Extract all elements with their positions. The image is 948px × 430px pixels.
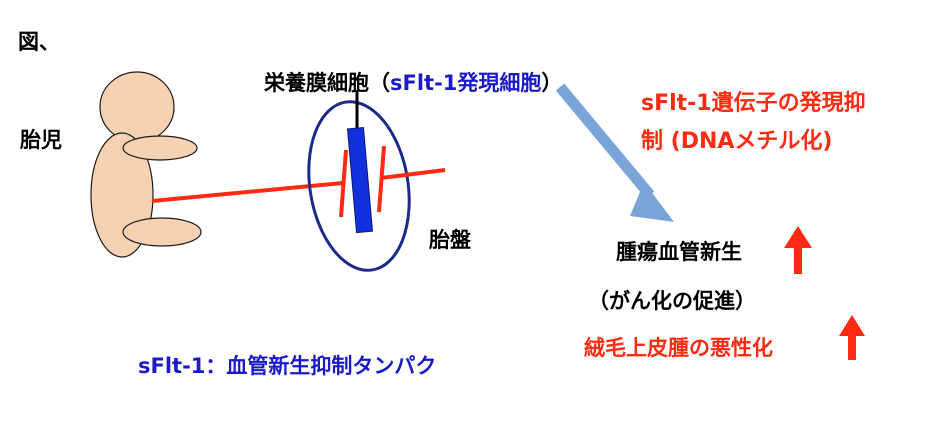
- placenta-red-mark-left: [339, 149, 348, 218]
- fetus-upper-limb: [122, 135, 198, 161]
- fetus-figure: [90, 71, 202, 258]
- trophoblast-prefix: 栄養膜細胞（: [264, 71, 390, 95]
- trophoblast-bar: [346, 127, 374, 234]
- fetus-lower-limb: [122, 217, 202, 247]
- blue-arrow: [555, 83, 674, 222]
- up-arrow-icon: [839, 315, 865, 360]
- figure-label: 図、: [18, 30, 60, 54]
- fetus-label: 胎児: [20, 128, 62, 152]
- gene-suppression-line1: sFlt-1遺伝子の発現抑: [641, 91, 866, 116]
- placenta-ellipse: [307, 100, 411, 272]
- tumor-angiogenesis-label: 腫瘍血管新生: [616, 240, 742, 264]
- trophoblast-highlight: sFlt-1発現細胞: [390, 71, 542, 95]
- placenta-label: 胎盤: [429, 228, 471, 252]
- trophoblast-suffix: ）: [541, 71, 563, 95]
- sflt1-definition-label: sFlt-1：血管新生抑制タンパク: [138, 354, 437, 378]
- placenta-red-line-out: [380, 168, 446, 180]
- up-arrow-icon: [784, 226, 812, 274]
- trophoblast-label: 栄養膜細胞（sFlt-1発現細胞）: [264, 67, 562, 97]
- cancer-promotion-label: （がん化の促進）: [588, 289, 756, 313]
- umbilical-line: [151, 181, 344, 203]
- fetus-head: [99, 71, 175, 143]
- gene-suppression-line2: 制 (DNAメチル化): [641, 129, 833, 154]
- malignant-transformation-label: 絨毛上皮腫の悪性化: [584, 336, 773, 360]
